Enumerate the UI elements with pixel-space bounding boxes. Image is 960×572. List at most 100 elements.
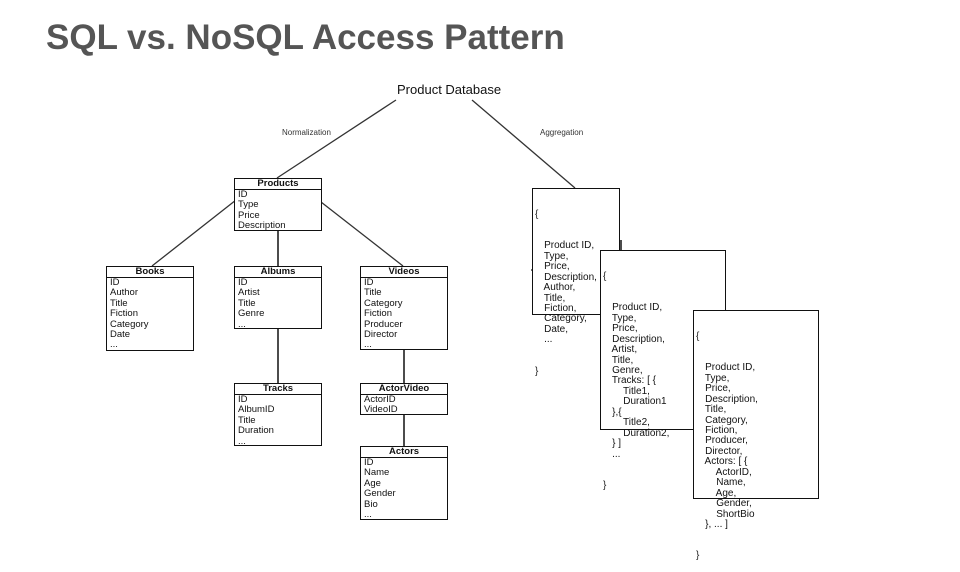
document-line: Duration1 [601,396,667,408]
table-field: Type [238,199,259,211]
document-line: } ] [601,438,622,450]
document-line: Type, [533,250,569,262]
document-line: Duration2, [601,427,670,439]
table-field: Category [110,318,149,330]
document-line: ShortBio [694,508,755,520]
document-line: Age, [694,487,737,499]
table-header: Actors [361,447,447,458]
document-line: Fiction, [694,424,738,436]
document-line: },{ [601,406,622,418]
document-line: Product ID, [694,362,756,374]
document-line: Type, [694,372,730,384]
document-line: Tracks: [ { [601,375,657,387]
table-field: Title [238,414,256,426]
table-field: Age [364,477,381,489]
table-field: Date [110,329,131,341]
table-field: ... [238,435,246,447]
table-field: Price [238,209,260,221]
document-line: Title, [601,354,634,366]
document-line: ... [601,448,621,460]
document-video: { Product ID, Type, Price, Description, … [693,310,819,561]
document-lines: Product ID, Type, Price, Description, Ti… [694,362,818,531]
root-node-product-database: Product Database [397,82,502,97]
edge-root-to-products [276,99,397,179]
table-field: ID [238,189,248,200]
table-field: Bio [364,498,378,510]
document-line: Name, [694,477,746,489]
document-line: Title2, [601,417,650,429]
table-field: ... [238,318,246,330]
document-line: Fiction, [533,302,577,314]
document-line: Description, [694,393,758,405]
document-line: Type, [601,312,637,324]
document-line: Title, [533,292,566,304]
table-field: Description [238,220,286,232]
table-field: ... [110,339,118,351]
table-header: Videos [361,267,447,278]
edge-label-aggregation: Aggregation [540,128,584,137]
document-open-brace: { [535,208,539,220]
document-line: Category, [694,414,748,426]
table-field: Gender [364,488,396,500]
document-lines: Product ID, Type, Price, Description, Au… [533,240,619,346]
document-line: Gender, [694,498,752,510]
document-line: Actors: [ { [694,456,748,468]
table-field: ID [238,394,248,405]
document-close-brace: } [535,365,539,377]
edge-label-normalization: Normalization [282,128,331,137]
table-field: Name [364,467,390,479]
edge-root-to-documents [471,99,576,189]
document-line: Artist, [601,344,638,356]
table-field: Producer [364,318,403,330]
table-header: Albums [235,267,321,278]
document-close-brace: } [696,550,700,562]
table-field: ... [364,509,372,521]
table-field: Title [364,287,382,299]
table-header: ActorVideo [361,384,447,395]
table-field: Genre [238,308,265,320]
document-line: Description, [533,271,597,283]
document-lines: Product ID, Type, Price, Description, Ar… [601,302,725,460]
table-field: Duration [238,425,274,437]
table-field: AlbumID [238,404,275,416]
document-line: Description, [601,333,665,345]
document-open-brace: { [696,330,700,342]
table-field: Author [110,287,138,299]
document-line: Category, [533,313,587,325]
table-field: ID [364,277,374,288]
document-line: Product ID, [533,240,595,252]
table-field: Title [238,297,256,309]
table-field: ID [110,277,120,288]
document-open-brace: { [603,270,607,282]
edge-products-to-books [151,199,237,267]
table-field: ActorID [364,394,396,405]
table-header: Books [107,267,193,278]
table-field: Artist [238,287,260,299]
document-line: Price, [694,383,731,395]
document-line: ActorID, [694,466,752,478]
document-line: }, ... ] [694,519,728,531]
document-line: Author, [533,282,576,294]
document-line: Genre, [601,364,643,376]
table-field: ID [238,277,248,288]
table-field: Category [364,297,403,309]
table-header: Tracks [235,384,321,395]
table-field: Fiction [110,308,138,320]
document-line: Title, [694,404,727,416]
document-line: Date, [533,323,569,335]
document-line: ... [533,334,553,346]
